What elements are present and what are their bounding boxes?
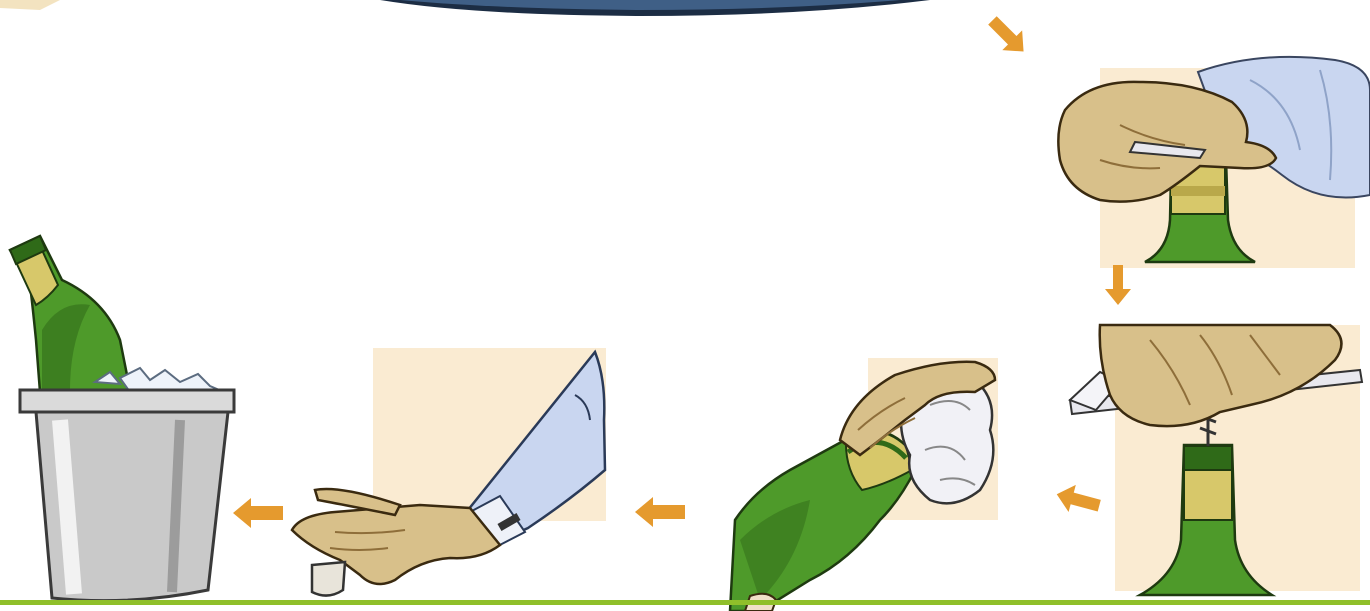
top-edge-fragment bbox=[0, 0, 930, 16]
step-place-in-ice-bucket bbox=[10, 236, 234, 601]
step-insert-corkscrew bbox=[1070, 325, 1362, 595]
arrow-icon bbox=[1105, 265, 1131, 305]
ice bbox=[120, 368, 224, 392]
arrow-icon bbox=[635, 497, 685, 527]
bottom-rule bbox=[0, 600, 1370, 605]
step-wipe-bottle-neck bbox=[730, 358, 998, 611]
arrow-icon bbox=[983, 11, 1034, 62]
step-cut-foil bbox=[1058, 57, 1370, 268]
arrow-icon bbox=[233, 498, 283, 528]
arrow-icon bbox=[1053, 481, 1103, 519]
cork bbox=[312, 562, 345, 596]
foil bbox=[1184, 470, 1232, 520]
step-present-cork bbox=[292, 348, 606, 596]
